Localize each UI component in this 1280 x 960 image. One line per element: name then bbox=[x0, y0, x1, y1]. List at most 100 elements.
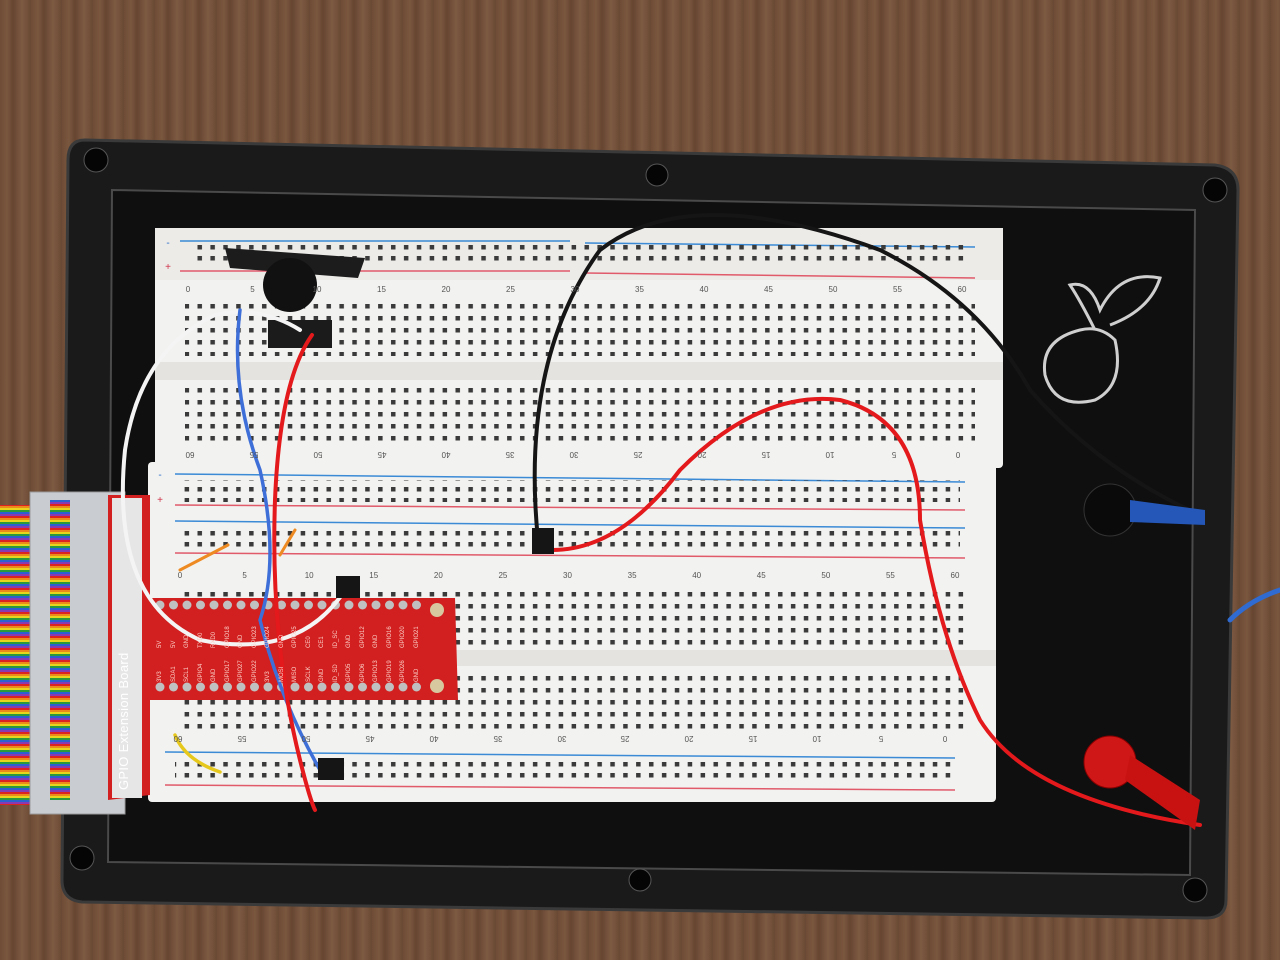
gpio-pin-label: GPIO24 bbox=[265, 626, 271, 648]
header-pin[interactable] bbox=[155, 682, 165, 692]
header-pin[interactable] bbox=[169, 600, 178, 610]
red-banana-jack[interactable] bbox=[1083, 735, 1200, 830]
column-number-label: 5 bbox=[878, 734, 884, 743]
header-pin[interactable] bbox=[385, 682, 394, 692]
header-pin[interactable] bbox=[412, 600, 421, 610]
wire-yellow bbox=[173, 733, 222, 774]
gpio-pin-label: CE1 bbox=[319, 636, 325, 648]
column-number-label: 10 bbox=[812, 734, 822, 743]
gpio-pin-label: GPIO19 bbox=[386, 660, 393, 682]
gpio-pin-label: ID_SC bbox=[332, 630, 339, 648]
column-number-label: 60 bbox=[950, 571, 960, 580]
header-pin[interactable] bbox=[317, 682, 327, 692]
header-pin[interactable] bbox=[412, 682, 421, 692]
header-pin[interactable] bbox=[236, 682, 246, 692]
header-pin[interactable] bbox=[209, 600, 219, 610]
column-number-label: 5 bbox=[891, 450, 897, 459]
column-number-label: 55 bbox=[249, 450, 259, 459]
column-number-label: 0 bbox=[177, 571, 183, 580]
column-number-label: 45 bbox=[365, 734, 375, 743]
breadboard-upper bbox=[155, 228, 1003, 468]
gpio-pin-label: GPIO27 bbox=[238, 660, 244, 682]
rail-plus-label: + bbox=[165, 262, 171, 273]
wire-black bbox=[532, 213, 1202, 542]
column-number-label: 0 bbox=[942, 734, 948, 743]
gpio-pin-label: GPIO25 bbox=[292, 626, 298, 648]
gpio-pin-label: GPIO23 bbox=[251, 626, 258, 648]
header-pin[interactable] bbox=[344, 600, 354, 610]
header-pin[interactable] bbox=[250, 682, 259, 692]
rail-minus-label: - bbox=[158, 470, 162, 481]
header-pin[interactable] bbox=[236, 600, 246, 610]
column-number-label: 25 bbox=[620, 734, 630, 743]
column-number-label: 0 bbox=[955, 450, 961, 459]
column-number-label: 30 bbox=[569, 450, 579, 459]
header-pin[interactable] bbox=[290, 682, 300, 692]
gpio-pin-label: GND bbox=[373, 634, 379, 648]
gpio-board-title: GPIO Extension Board bbox=[116, 652, 131, 790]
gpio-pin-label: CE0 bbox=[305, 636, 312, 648]
header-pin[interactable] bbox=[358, 600, 367, 610]
jumper-connectors bbox=[318, 528, 554, 780]
column-number-label: 50 bbox=[821, 571, 831, 580]
header-pin[interactable] bbox=[182, 682, 192, 692]
gpio-pin-label: 5V bbox=[170, 640, 177, 648]
header-pin[interactable] bbox=[182, 600, 192, 610]
column-number-label: 60 bbox=[173, 734, 183, 743]
header-pin[interactable] bbox=[263, 682, 273, 692]
column-number-label: 55 bbox=[885, 571, 895, 580]
gpio-pin-label: SDA1 bbox=[170, 666, 177, 682]
header-pin[interactable] bbox=[358, 682, 367, 692]
header-pin[interactable] bbox=[385, 600, 394, 610]
column-number-label: 20 bbox=[684, 734, 694, 743]
header-pin[interactable] bbox=[250, 600, 259, 610]
column-number-label: 10 bbox=[304, 571, 314, 580]
header-pin[interactable] bbox=[196, 600, 205, 610]
gpio-pin-label: SCL1 bbox=[184, 666, 190, 682]
header-pin[interactable] bbox=[317, 600, 327, 610]
column-number-label: 20 bbox=[441, 285, 451, 294]
black-banana-jack[interactable] bbox=[1083, 483, 1205, 537]
gpio-pin-label: MOSI bbox=[278, 666, 285, 682]
gpio-pin-label: MISO bbox=[292, 666, 298, 682]
header-pin[interactable] bbox=[371, 600, 381, 610]
gpio-pin-label: GND bbox=[278, 634, 285, 648]
gpio-pin-label: GND bbox=[184, 634, 190, 648]
column-number-label: 35 bbox=[505, 450, 515, 459]
header-pin[interactable] bbox=[304, 682, 313, 692]
wire-white bbox=[120, 310, 347, 647]
gpio-pin-label: RXD0 bbox=[211, 631, 217, 648]
header-pin[interactable] bbox=[277, 600, 286, 610]
header-pin[interactable] bbox=[223, 682, 232, 692]
header-pin[interactable] bbox=[196, 682, 205, 692]
header-pin[interactable] bbox=[304, 600, 313, 610]
header-pin[interactable] bbox=[169, 682, 178, 692]
column-number-label: 35 bbox=[635, 285, 644, 294]
gpio-pin-label: GPIO22 bbox=[251, 660, 258, 682]
gpio-pin-label: GND bbox=[211, 668, 217, 682]
gpio-pin-label: 5V bbox=[157, 640, 163, 648]
column-number-label: 40 bbox=[441, 450, 451, 459]
column-number-label: 60 bbox=[185, 450, 195, 459]
buzzer-module bbox=[225, 248, 365, 348]
header-pin[interactable] bbox=[209, 682, 219, 692]
column-number-label: 25 bbox=[633, 450, 643, 459]
header-pin[interactable] bbox=[344, 682, 354, 692]
header-pin[interactable] bbox=[223, 600, 232, 610]
column-number-label: 50 bbox=[828, 285, 838, 294]
column-number-label: 15 bbox=[748, 734, 758, 743]
gpio-pin-label: GPIO12 bbox=[359, 626, 366, 648]
gpio-pin-label: TXD0 bbox=[197, 632, 204, 648]
header-pin[interactable] bbox=[371, 682, 381, 692]
header-pin[interactable] bbox=[331, 682, 340, 692]
gpio-pin-label: GPIO4 bbox=[197, 663, 204, 682]
column-number-label: 25 bbox=[506, 285, 515, 294]
gpio-pin-label: 3V3 bbox=[157, 671, 163, 682]
header-pin[interactable] bbox=[398, 600, 408, 610]
gpio-pin-label: GPIO13 bbox=[373, 660, 379, 682]
column-number-label: 30 bbox=[557, 734, 566, 743]
header-pin[interactable] bbox=[290, 600, 300, 610]
column-number-label: 55 bbox=[893, 285, 902, 294]
screw-icons bbox=[69, 147, 1228, 903]
header-pin[interactable] bbox=[398, 682, 408, 692]
